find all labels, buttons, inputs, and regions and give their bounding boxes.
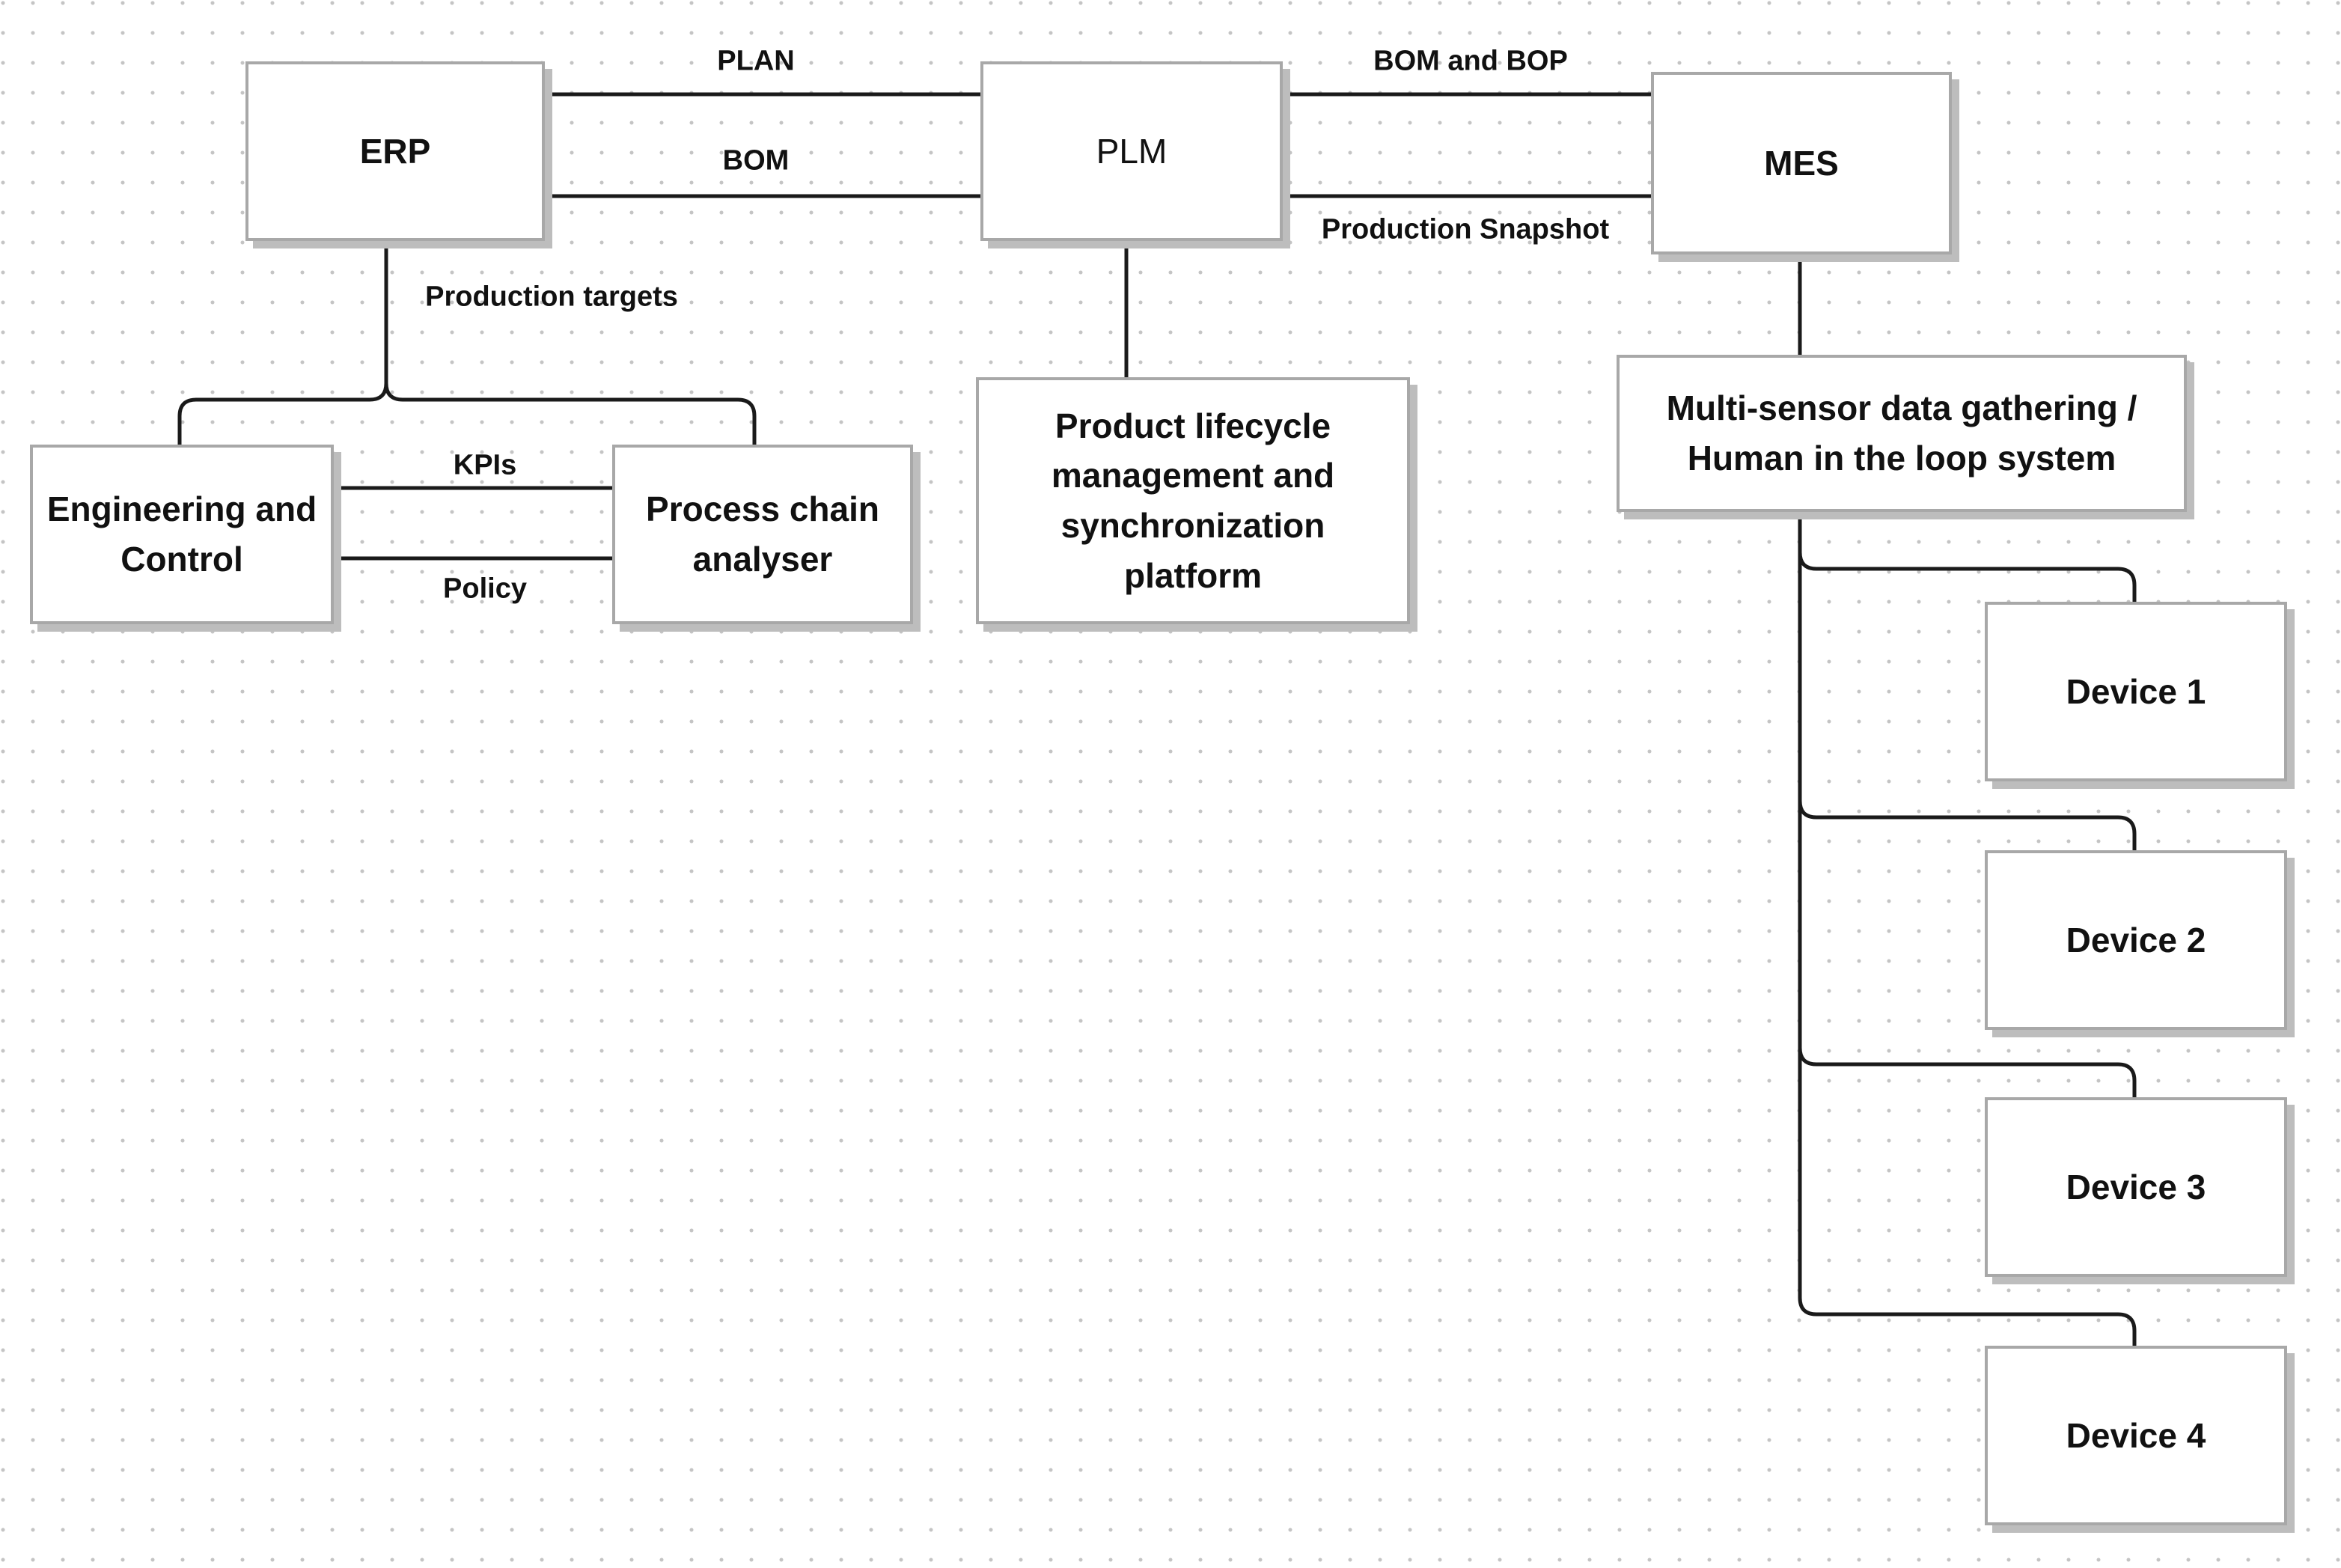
node-mes: MES (1651, 72, 1952, 254)
node-engineering-control: Engineering and Control (30, 445, 334, 624)
node-device-3: Device 3 (1985, 1097, 2287, 1277)
edge-label-production-targets: Production targets (425, 281, 678, 313)
node-device-3-label: Device 3 (2066, 1167, 2206, 1206)
node-product-lifecycle-platform: Product lifecycle management and synchro… (976, 377, 1410, 624)
node-platform-line-3: synchronization (1060, 506, 1325, 545)
node-platform-line-4: platform (1124, 555, 1262, 595)
node-device-4-label: Device 4 (2066, 1415, 2206, 1455)
node-plm-label: PLM (1096, 131, 1168, 171)
node-multi-sensor-system: Multi-sensor data gathering / Human in t… (1617, 355, 2187, 512)
node-multisensor-line-1: Multi-sensor data gathering / (1666, 388, 2137, 428)
node-device-4: Device 4 (1985, 1346, 2287, 1525)
edge-erp-children (177, 237, 757, 447)
node-erp: ERP (245, 61, 545, 241)
node-process-chain-analyser: Process chain analyser (612, 445, 913, 624)
edge-label-bom: BOM (722, 144, 790, 177)
node-erp-label: ERP (359, 131, 431, 171)
node-plm: PLM (980, 61, 1283, 241)
node-platform-line-1: Product lifecycle (1054, 406, 1331, 445)
node-device-1-label: Device 1 (2066, 671, 2206, 711)
edge-label-bom-and-bop: BOM and BOP (1373, 45, 1568, 77)
edge-label-kpis: KPIs (453, 449, 517, 481)
node-analyser-line-1: Process chain (646, 489, 879, 529)
edge-multisensor-devices (1798, 508, 2137, 1348)
edge-label-plan: PLAN (717, 45, 795, 77)
node-mes-label: MES (1764, 143, 1839, 183)
node-device-2: Device 2 (1985, 850, 2287, 1030)
edge-label-production-snapshot: Production Snapshot (1321, 213, 1610, 245)
node-multisensor-line-2: Human in the loop system (1687, 439, 2116, 478)
node-device-1: Device 1 (1985, 602, 2287, 781)
node-platform-line-2: management and (1051, 456, 1335, 495)
edge-label-policy: Policy (443, 573, 527, 605)
node-engineering-line-1: Engineering and (46, 489, 317, 529)
node-analyser-line-2: analyser (692, 540, 833, 579)
node-device-2-label: Device 2 (2066, 920, 2206, 960)
node-engineering-line-2: Control (120, 540, 243, 579)
